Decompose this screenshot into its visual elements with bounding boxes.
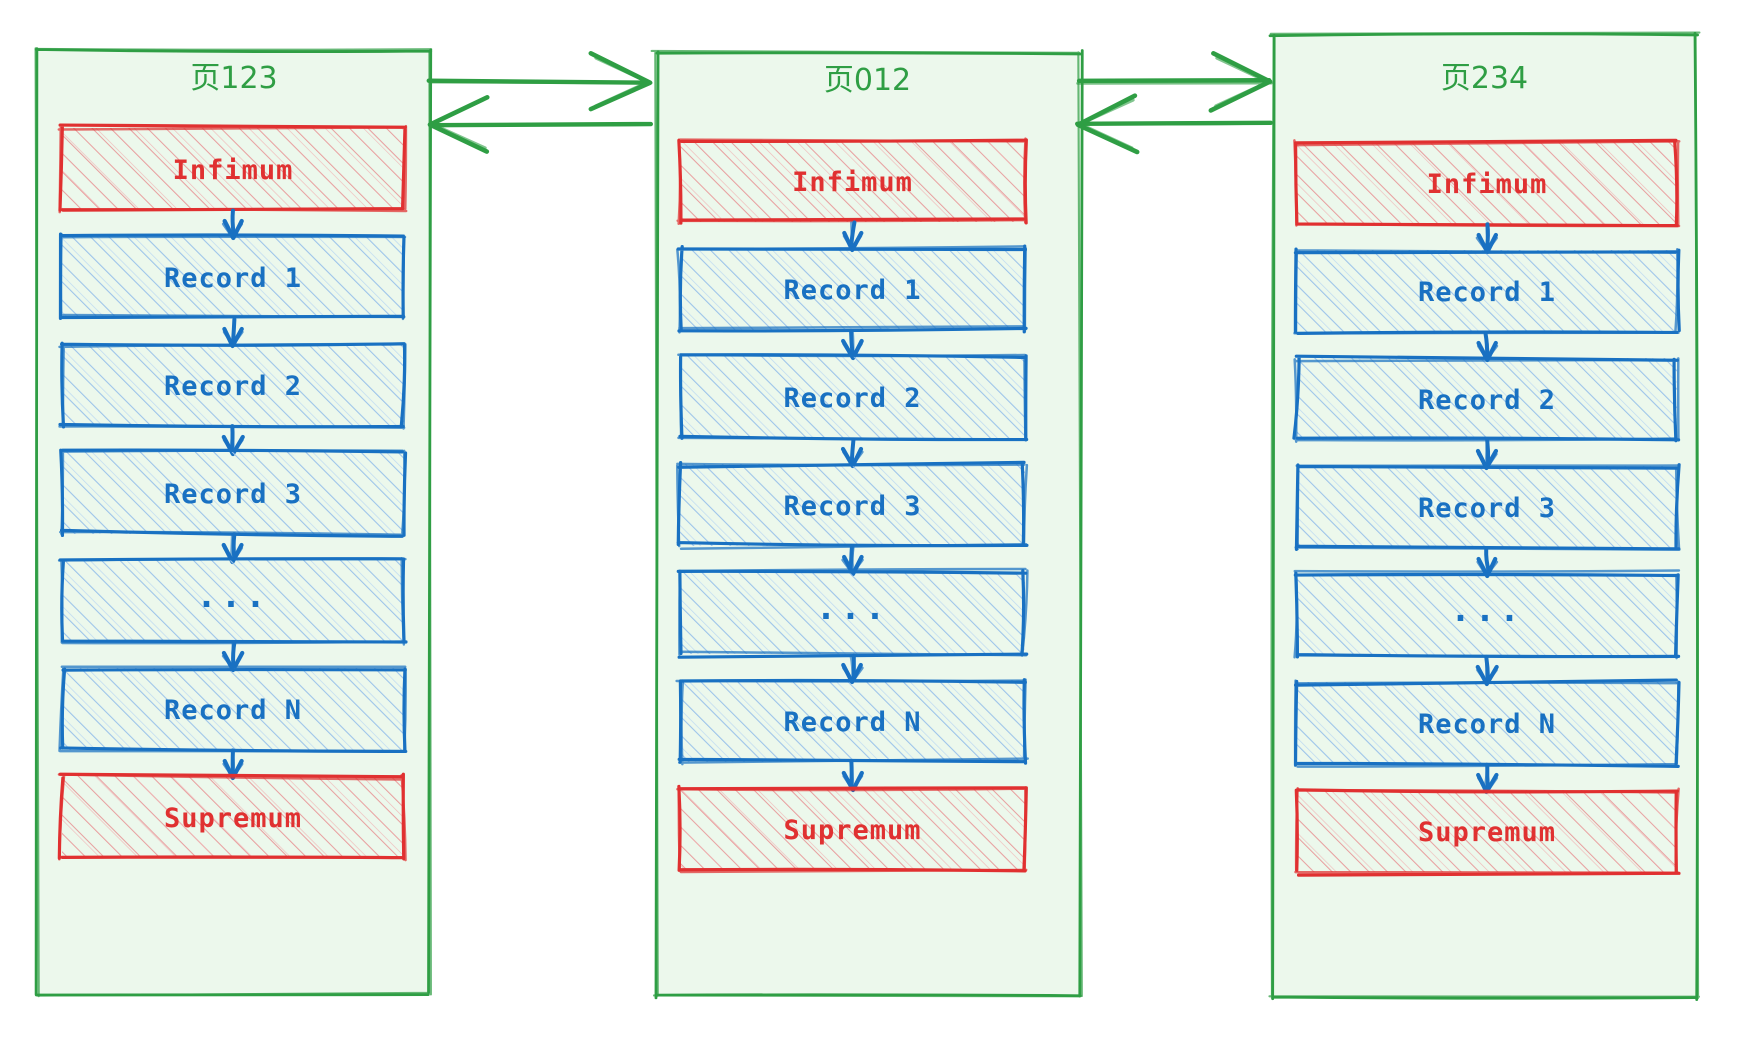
boundary-row-Supremum-page-123: Supremum <box>57 772 407 862</box>
row-label: Supremum <box>1418 817 1556 848</box>
row-label: Infimum <box>173 155 294 186</box>
page-next-arrow-123-to-012[interactable] <box>426 50 653 112</box>
record-row-RecordN-page-234: Record N <box>1293 678 1681 768</box>
row-label: Record 1 <box>164 263 302 294</box>
record-row-Record3-page-123: Record 3 <box>58 448 408 538</box>
boundary-row-Infimum-page-234: Infimum <box>1293 138 1681 228</box>
row-label: Infimum <box>792 167 913 198</box>
page-next-arrow-012-to-234[interactable] <box>1076 51 1273 113</box>
row-label: ... <box>196 576 269 616</box>
row-label: Record 3 <box>783 491 921 522</box>
record-row-Record2-page-012: Record 2 <box>677 353 1029 442</box>
page-prev-arrow-012-to-123[interactable] <box>427 95 654 154</box>
row-label: Record N <box>1418 709 1556 740</box>
row-label: Record 2 <box>164 371 302 402</box>
row-label: Record 1 <box>1418 277 1556 308</box>
boundary-row-Supremum-page-234: Supremum <box>1294 787 1681 877</box>
boundary-row-Infimum-page-123: Infimum <box>57 123 408 214</box>
record-link-arrow <box>221 208 244 241</box>
record-row-RecordN-page-012: Record N <box>675 678 1029 766</box>
row-label: Record 2 <box>783 383 921 414</box>
row-label: ... <box>816 588 889 628</box>
row-label: Record 1 <box>783 275 921 306</box>
boundary-row-Supremum-page-012: Supremum <box>676 784 1028 874</box>
record-row--page-234: ... <box>1293 569 1681 660</box>
record-row-Record3-page-234: Record 3 <box>1294 463 1681 551</box>
record-row-Record2-page-234: Record 2 <box>1292 354 1681 443</box>
record-link-arrow <box>1476 762 1499 795</box>
page-title-page-012: 页012 <box>824 63 911 98</box>
page-title-page-123: 页123 <box>190 61 277 96</box>
row-label: Supremum <box>164 803 302 834</box>
record-row-Record2-page-123: Record 2 <box>58 341 407 430</box>
row-label: ... <box>1450 590 1523 630</box>
record-row-RecordN-page-123: Record N <box>58 665 408 754</box>
record-row-Record3-page-012: Record 3 <box>675 460 1029 551</box>
record-row--page-123: ... <box>57 557 408 646</box>
record-row-Record1-page-234: Record 1 <box>1293 247 1681 335</box>
row-label: Record 3 <box>1418 493 1556 524</box>
row-label: Record N <box>164 695 302 726</box>
record-link-arrow <box>221 424 245 457</box>
row-label: Record N <box>783 707 921 738</box>
row-label: Record 2 <box>1418 385 1556 416</box>
record-row-Record1-page-012: Record 1 <box>676 244 1028 334</box>
record-row--page-012: ... <box>676 567 1029 659</box>
boundary-row-Infimum-page-012: Infimum <box>676 137 1028 226</box>
row-label: Infimum <box>1427 169 1548 200</box>
page-prev-arrow-234-to-012[interactable] <box>1075 93 1273 155</box>
record-row-Record1-page-123: Record 1 <box>58 232 407 321</box>
row-label: Supremum <box>783 815 921 846</box>
row-label: Record 3 <box>164 479 302 510</box>
page-title-page-234: 页234 <box>1441 61 1528 96</box>
